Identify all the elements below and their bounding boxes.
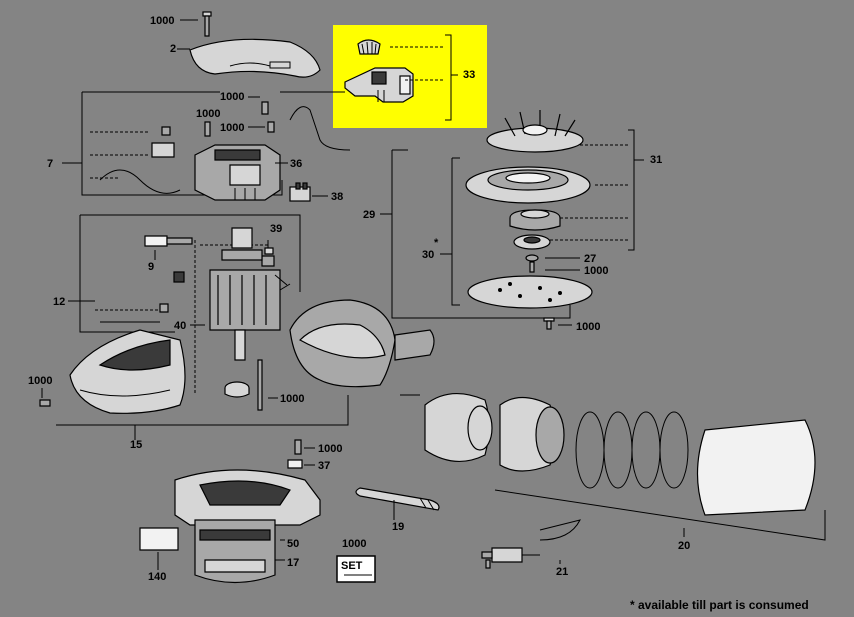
label-part-140[interactable] [139, 527, 179, 551]
part-38[interactable] [289, 182, 311, 202]
fan-part-31[interactable] [486, 110, 584, 153]
spring[interactable] [575, 411, 689, 489]
callout-31: 31 [650, 154, 662, 166]
main-housing[interactable] [289, 299, 435, 388]
callout-1000-h: 1000 [318, 443, 342, 455]
callout-15: 15 [130, 439, 142, 451]
callout-21: 21 [556, 566, 568, 578]
callout-1000-f: 1000 [280, 393, 304, 405]
callout-50: 50 [287, 538, 299, 550]
callout-29: 29 [363, 209, 375, 221]
footnote: * available till part is consumed [630, 598, 809, 612]
callout-38: 38 [331, 191, 343, 203]
callout-33: 33 [463, 69, 475, 81]
armature-part-40[interactable] [209, 227, 281, 361]
callout-27: 27 [584, 253, 596, 265]
callout-19: 19 [392, 521, 404, 533]
callout-140: 140 [148, 571, 166, 583]
callout-20: 20 [678, 540, 690, 552]
callout-36: 36 [290, 158, 302, 170]
callout-9: 9 [148, 261, 154, 273]
callout-1000-top: 1000 [150, 15, 174, 27]
callout-17: 17 [287, 557, 299, 569]
screw-top [202, 11, 212, 37]
screws-group-7 [204, 101, 275, 137]
pad-screw [543, 317, 555, 330]
top-cover-part-2[interactable] [189, 38, 321, 78]
brush-part-9[interactable] [144, 235, 193, 247]
sanding-pad[interactable] [467, 275, 593, 309]
callout-1000-a: 1000 [220, 91, 244, 103]
callout-30: 30 [422, 249, 434, 261]
filter-cylinder[interactable] [696, 419, 816, 516]
bearing-40 [224, 381, 250, 398]
dust-coupler[interactable] [499, 396, 565, 472]
screw-set-box[interactable]: SET [336, 555, 376, 583]
callout-1000-b: 1000 [196, 108, 220, 120]
callout-39: 39 [270, 223, 282, 235]
switch-assembly-36[interactable] [194, 144, 281, 201]
base-housing[interactable] [174, 469, 321, 584]
callout-1000-set: 1000 [342, 538, 366, 550]
callout-1000-g: 1000 [28, 375, 52, 387]
callout-1000-e: 1000 [576, 321, 600, 333]
callout-star: * [434, 237, 439, 249]
counterweight[interactable] [509, 209, 561, 231]
callout-37: 37 [318, 460, 330, 472]
set-label: SET [341, 560, 363, 572]
part-27-washer[interactable] [525, 254, 539, 273]
callout-12: 12 [53, 296, 65, 308]
dust-adapter[interactable] [424, 392, 493, 463]
callout-40: 40 [174, 320, 186, 332]
hose-part-19[interactable] [355, 487, 440, 511]
callout-7: 7 [47, 158, 53, 170]
bearing-housing[interactable] [465, 166, 591, 204]
cord-part-21[interactable] [481, 519, 581, 569]
callout-2: 2 [170, 43, 176, 55]
part-33-assembly[interactable] [344, 39, 414, 103]
callout-1000-d: 1000 [584, 265, 608, 277]
callout-1000-c: 1000 [220, 122, 244, 134]
bearing-ring[interactable] [513, 234, 551, 250]
